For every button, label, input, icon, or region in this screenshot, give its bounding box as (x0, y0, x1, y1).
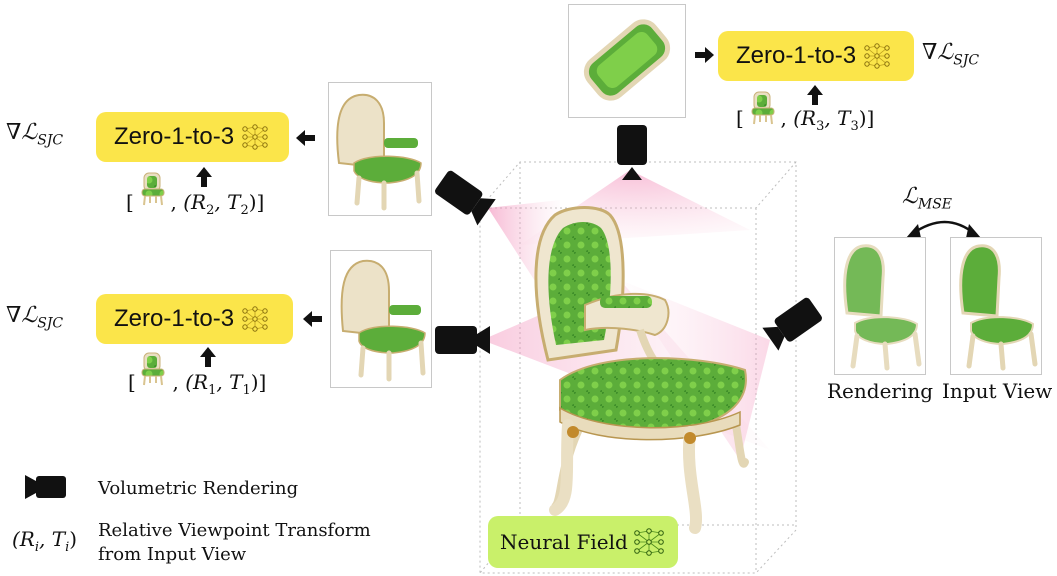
network-icon (633, 528, 664, 556)
legend-close-paren: ) (69, 527, 78, 551)
chair-render-input-view (959, 244, 1038, 371)
loss-symbol: ∇ℒ (6, 303, 38, 328)
legend-camera-icon (25, 475, 66, 499)
mse-double-arrow (911, 220, 976, 236)
chair-render-left-lower (340, 259, 426, 382)
arrow-up-pose-3 (807, 85, 823, 105)
arrow-left-lower (303, 311, 322, 327)
legend-rotation: (R (12, 527, 35, 551)
rendering-caption: Rendering (827, 379, 934, 403)
network-icon (242, 124, 268, 150)
zero123-label: Zero-1-to-3 (114, 123, 235, 150)
translation-label: , T (214, 190, 241, 214)
translation-subscript: 1 (242, 383, 251, 398)
pose-label-3: [ , (R3, T3)] (736, 106, 874, 134)
bracket-close: )] (248, 190, 265, 214)
input-view-caption: Input View (942, 379, 1053, 403)
legend-translation-subscript: i (65, 540, 70, 555)
bracket-open: [ (128, 370, 136, 394)
translation-subscript: 3 (850, 119, 859, 134)
bracket-open: [ (736, 106, 744, 130)
arrow-up-pose-1 (200, 347, 216, 367)
separator: , (170, 190, 177, 214)
pose-label-2: [ , (R2, T2)] (126, 190, 264, 218)
loss-symbol: ∇ℒ (922, 40, 954, 65)
loss-symbol: ℒ (902, 184, 918, 209)
loss-subscript: SJC (953, 52, 980, 69)
chair-render-rendering (843, 244, 922, 371)
legend-transform-description: Relative Viewpoint Transform from Input … (98, 519, 371, 567)
network-icon (242, 306, 268, 332)
legend-transform-line-1: Relative Viewpoint Transform (98, 520, 371, 541)
rotation-subscript: 3 (816, 119, 825, 134)
bracket-close: )] (858, 106, 875, 130)
loss-sjc-left-lower: ∇ℒSJC (6, 303, 63, 331)
rotation-label: (R (793, 106, 817, 130)
arrow-up-pose-2 (196, 167, 212, 187)
zero123-label: Zero-1-to-3 (736, 42, 857, 69)
rotation-subscript: 1 (208, 383, 217, 398)
chair-render-top (583, 19, 671, 101)
bracket-open: [ (126, 190, 134, 214)
rotation-label: (R (185, 370, 209, 394)
camera-top (617, 125, 647, 180)
main-chair-illustration (534, 206, 749, 534)
legend-translation: , T (39, 527, 66, 551)
zero123-box-left-lower: Zero-1-to-3 (96, 294, 293, 344)
camera-left-upper (435, 170, 496, 226)
rotation-subscript: 2 (206, 203, 215, 218)
loss-subscript: MSE (917, 196, 953, 213)
rotation-label: (R (183, 190, 207, 214)
loss-subscript: SJC (37, 315, 64, 332)
camera-right (762, 297, 822, 351)
zero123-label: Zero-1-to-3 (114, 305, 235, 332)
separator: , (172, 370, 179, 394)
zero123-box-top: Zero-1-to-3 (718, 31, 914, 81)
legend-transform-symbol: (Ri, Ti) (12, 527, 77, 555)
loss-sjc-left-upper: ∇ℒSJC (6, 120, 63, 148)
legend-transform-line-2: from Input View (98, 544, 247, 565)
separator: , (780, 106, 787, 130)
camera-left-lower (435, 326, 490, 354)
translation-label: , T (216, 370, 243, 394)
neural-field-box: Neural Field (488, 516, 678, 568)
translation-subscript: 2 (240, 203, 249, 218)
bracket-close: )] (250, 370, 267, 394)
legend-rotation-subscript: i (34, 540, 40, 555)
network-icon (864, 43, 890, 69)
legend-volumetric-label: Volumetric Rendering (98, 478, 299, 499)
arrow-right-top (695, 47, 714, 63)
loss-symbol: ∇ℒ (6, 120, 38, 145)
loss-mse: ℒMSE (902, 184, 952, 212)
render-frame-rendering (834, 237, 926, 375)
pose-label-1: [ , (R1, T1)] (128, 370, 266, 398)
neural-field-label: Neural Field (500, 530, 628, 554)
render-frame-input-view (950, 237, 1042, 375)
render-frame-top (568, 4, 686, 118)
render-frame-left-upper (328, 82, 432, 216)
zero123-box-left-upper: Zero-1-to-3 (96, 112, 289, 162)
arrow-left-upper (296, 130, 315, 146)
chair-render-left-upper (336, 93, 422, 211)
translation-label: , T (824, 106, 851, 130)
loss-subscript: SJC (37, 132, 64, 149)
loss-sjc-top: ∇ℒSJC (922, 40, 979, 68)
render-frame-left-lower (330, 250, 432, 388)
